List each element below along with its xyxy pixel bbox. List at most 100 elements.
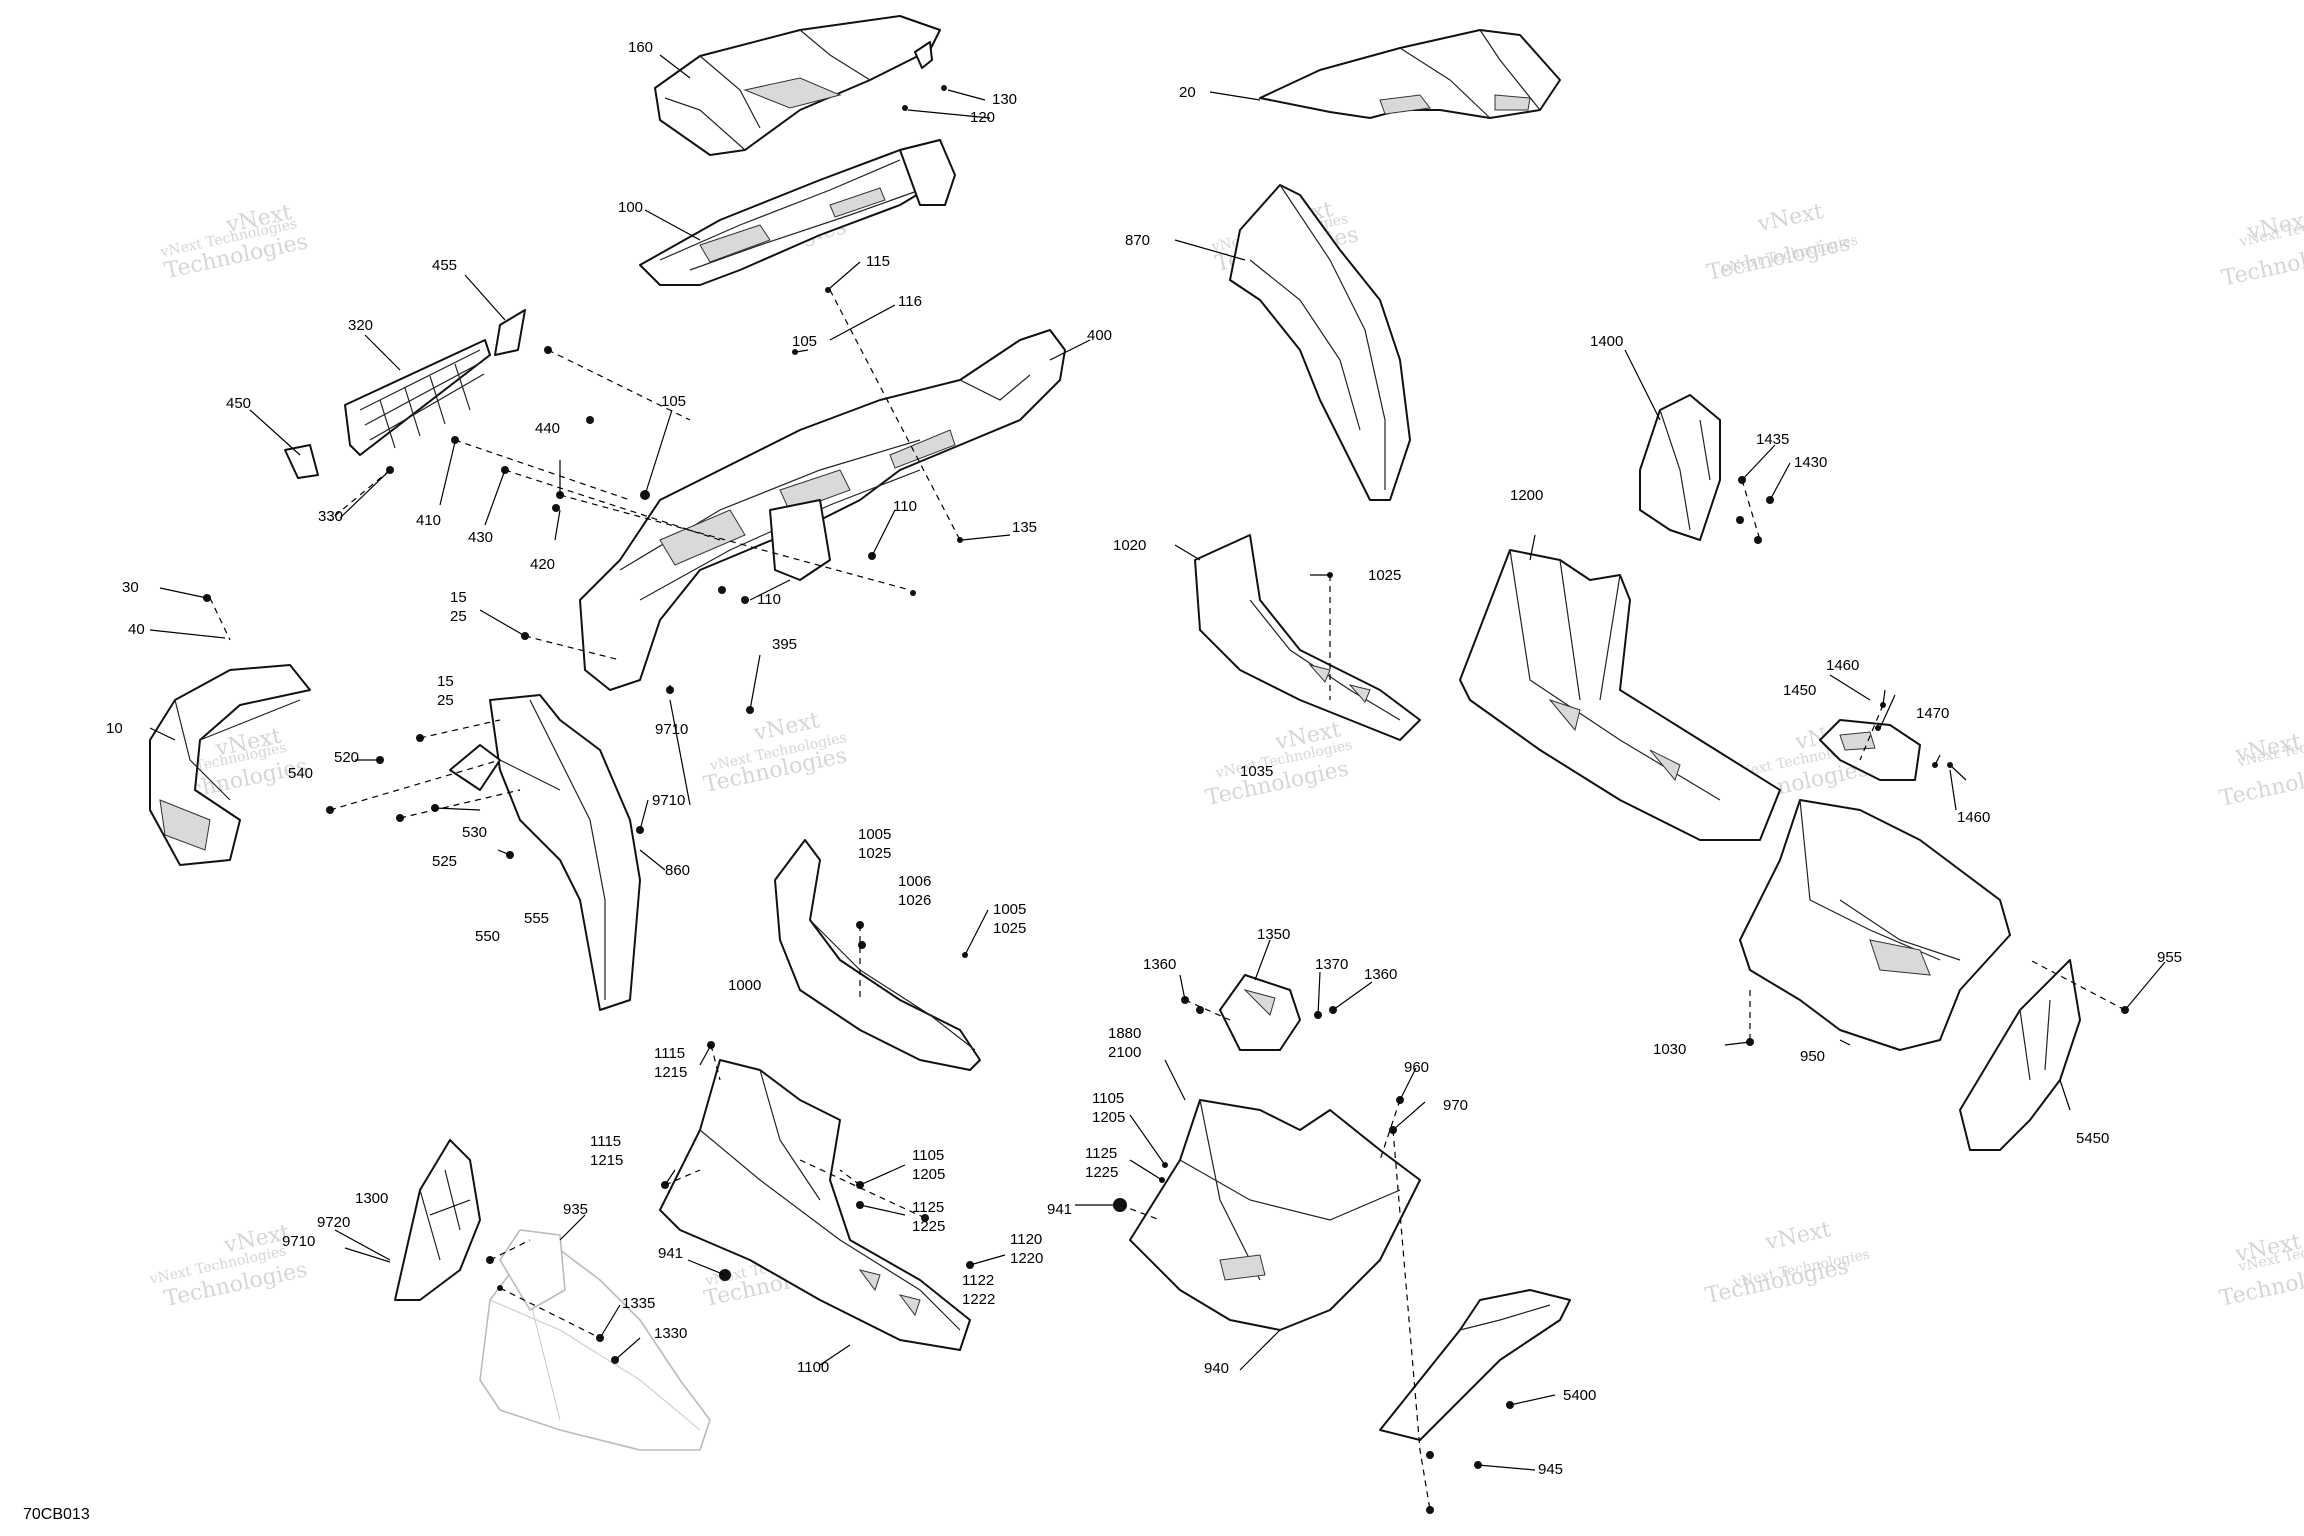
watermark: vNext Technologies vNext Technologies [1203, 717, 1353, 811]
callout: 550 [475, 928, 500, 945]
part-870-pillar [1229, 184, 1411, 501]
callout: 945 [1538, 1461, 1563, 1478]
part-10-side-panel [149, 664, 311, 866]
callout: 955 [2157, 949, 2182, 966]
callout: 430 [468, 529, 493, 546]
part-860-column [449, 694, 641, 1011]
part-450-trim [284, 444, 319, 479]
part-5400-plate [1379, 1289, 1571, 1441]
callout: 1222 [962, 1291, 995, 1308]
callout: 110 [757, 591, 781, 608]
callout: 1115 [590, 1133, 621, 1150]
callout: 870 [1125, 232, 1150, 249]
callout: 1200 [1510, 487, 1543, 504]
parts [149, 15, 2081, 1451]
callout: 5450 [2076, 1130, 2109, 1147]
watermark: vNext Technologies vNext Technologies [1703, 1217, 1871, 1309]
callout: 1335 [622, 1295, 655, 1312]
callout: 1030 [1653, 1041, 1686, 1058]
callout: 1225 [912, 1218, 945, 1235]
callout: 960 [1404, 1059, 1429, 1076]
callout: 1005 [993, 901, 1026, 918]
callout: 1020 [1113, 537, 1146, 554]
part-5450-panel [1959, 959, 2081, 1151]
callout: 525 [432, 853, 457, 870]
part-20-cover [1259, 29, 1561, 119]
callout: 1120 [1010, 1231, 1042, 1248]
callout: 9710 [655, 721, 688, 738]
callout: 1370 [1315, 956, 1348, 973]
callout: 1006 [898, 873, 931, 890]
part-1000-sill [774, 839, 981, 1071]
callout: 100 [618, 199, 643, 216]
callout: 25 [450, 608, 467, 625]
callout: 1035 [1240, 763, 1273, 780]
part-1200-floor [1459, 549, 1781, 841]
callout: 970 [1443, 1097, 1468, 1114]
callout: 935 [563, 1201, 588, 1218]
callout: 9710 [282, 1233, 315, 1250]
part-1350-bracket [1219, 974, 1301, 1051]
watermark: vNext Technologies vNext Technologies [2217, 726, 2304, 812]
watermark: vNext Technologies vNext Technologies [2220, 206, 2304, 292]
callout: 440 [535, 420, 560, 437]
callout: 1125 [1085, 1145, 1117, 1162]
callout: 30 [122, 579, 139, 596]
part-1300-trim [394, 1139, 481, 1301]
leader-lines [149, 54, 2166, 1471]
callout: 1100 [797, 1359, 829, 1376]
callout: 1450 [1783, 682, 1816, 699]
callout: 530 [462, 824, 487, 841]
callout: 15 [437, 673, 454, 690]
callout: 9710 [652, 792, 685, 809]
callout: 1360 [1364, 966, 1397, 983]
svg-text:vNext: vNext [1762, 1217, 1833, 1255]
callout: 1205 [912, 1166, 945, 1183]
part-320-grille [344, 339, 491, 456]
callout: 25 [437, 692, 454, 709]
callout: 1220 [1010, 1250, 1043, 1267]
watermark: vNext Technologies vNext Technologies [158, 200, 310, 284]
watermark: vNext Technologies vNext Technologies [2217, 1229, 2304, 1312]
callout: 15 [450, 589, 467, 606]
callout: 1025 [1368, 567, 1401, 584]
callout: 860 [665, 862, 690, 879]
part-160-lid [654, 15, 941, 156]
callout: 941 [658, 1245, 683, 1262]
callout: 40 [128, 621, 145, 638]
callout: 941 [1047, 1201, 1072, 1218]
callout: 1025 [858, 845, 891, 862]
callout: 5400 [1563, 1387, 1596, 1404]
callout: 1460 [1957, 809, 1990, 826]
part-1100-sill [659, 1059, 971, 1351]
callout: 410 [416, 512, 441, 529]
callout: 540 [288, 765, 313, 782]
callout: 330 [318, 508, 343, 525]
callout: 420 [530, 556, 555, 573]
diagram-code: 70CB013 [23, 1506, 90, 1523]
callout: 1105 [912, 1147, 944, 1164]
callouts: 160 130 120 100 115 116 105 455 320 450 … [106, 39, 2182, 1478]
svg-text:vNext: vNext [1755, 199, 1826, 237]
callout: 160 [628, 39, 653, 56]
callout: 2100 [1108, 1044, 1141, 1061]
part-455-trim [494, 309, 526, 356]
callout: 455 [432, 257, 457, 274]
callout: 320 [348, 317, 373, 334]
callout: 1105 [1092, 1090, 1124, 1107]
assembly-lines [209, 289, 2126, 1511]
callout: 120 [970, 109, 995, 126]
callout: 116 [898, 293, 922, 310]
callout: 1115 [654, 1045, 685, 1062]
callout: 1300 [355, 1190, 388, 1207]
callout: 1125 [912, 1199, 944, 1216]
part-950-storage-box [1739, 799, 2011, 1051]
callout: 1460 [1826, 657, 1859, 674]
part-1450-bracket [1819, 719, 1921, 781]
callout: 135 [1012, 519, 1037, 536]
callout: 1880 [1108, 1025, 1141, 1042]
callout: 1000 [728, 977, 761, 994]
callout: 1360 [1143, 956, 1176, 973]
callout: 1330 [654, 1325, 687, 1342]
